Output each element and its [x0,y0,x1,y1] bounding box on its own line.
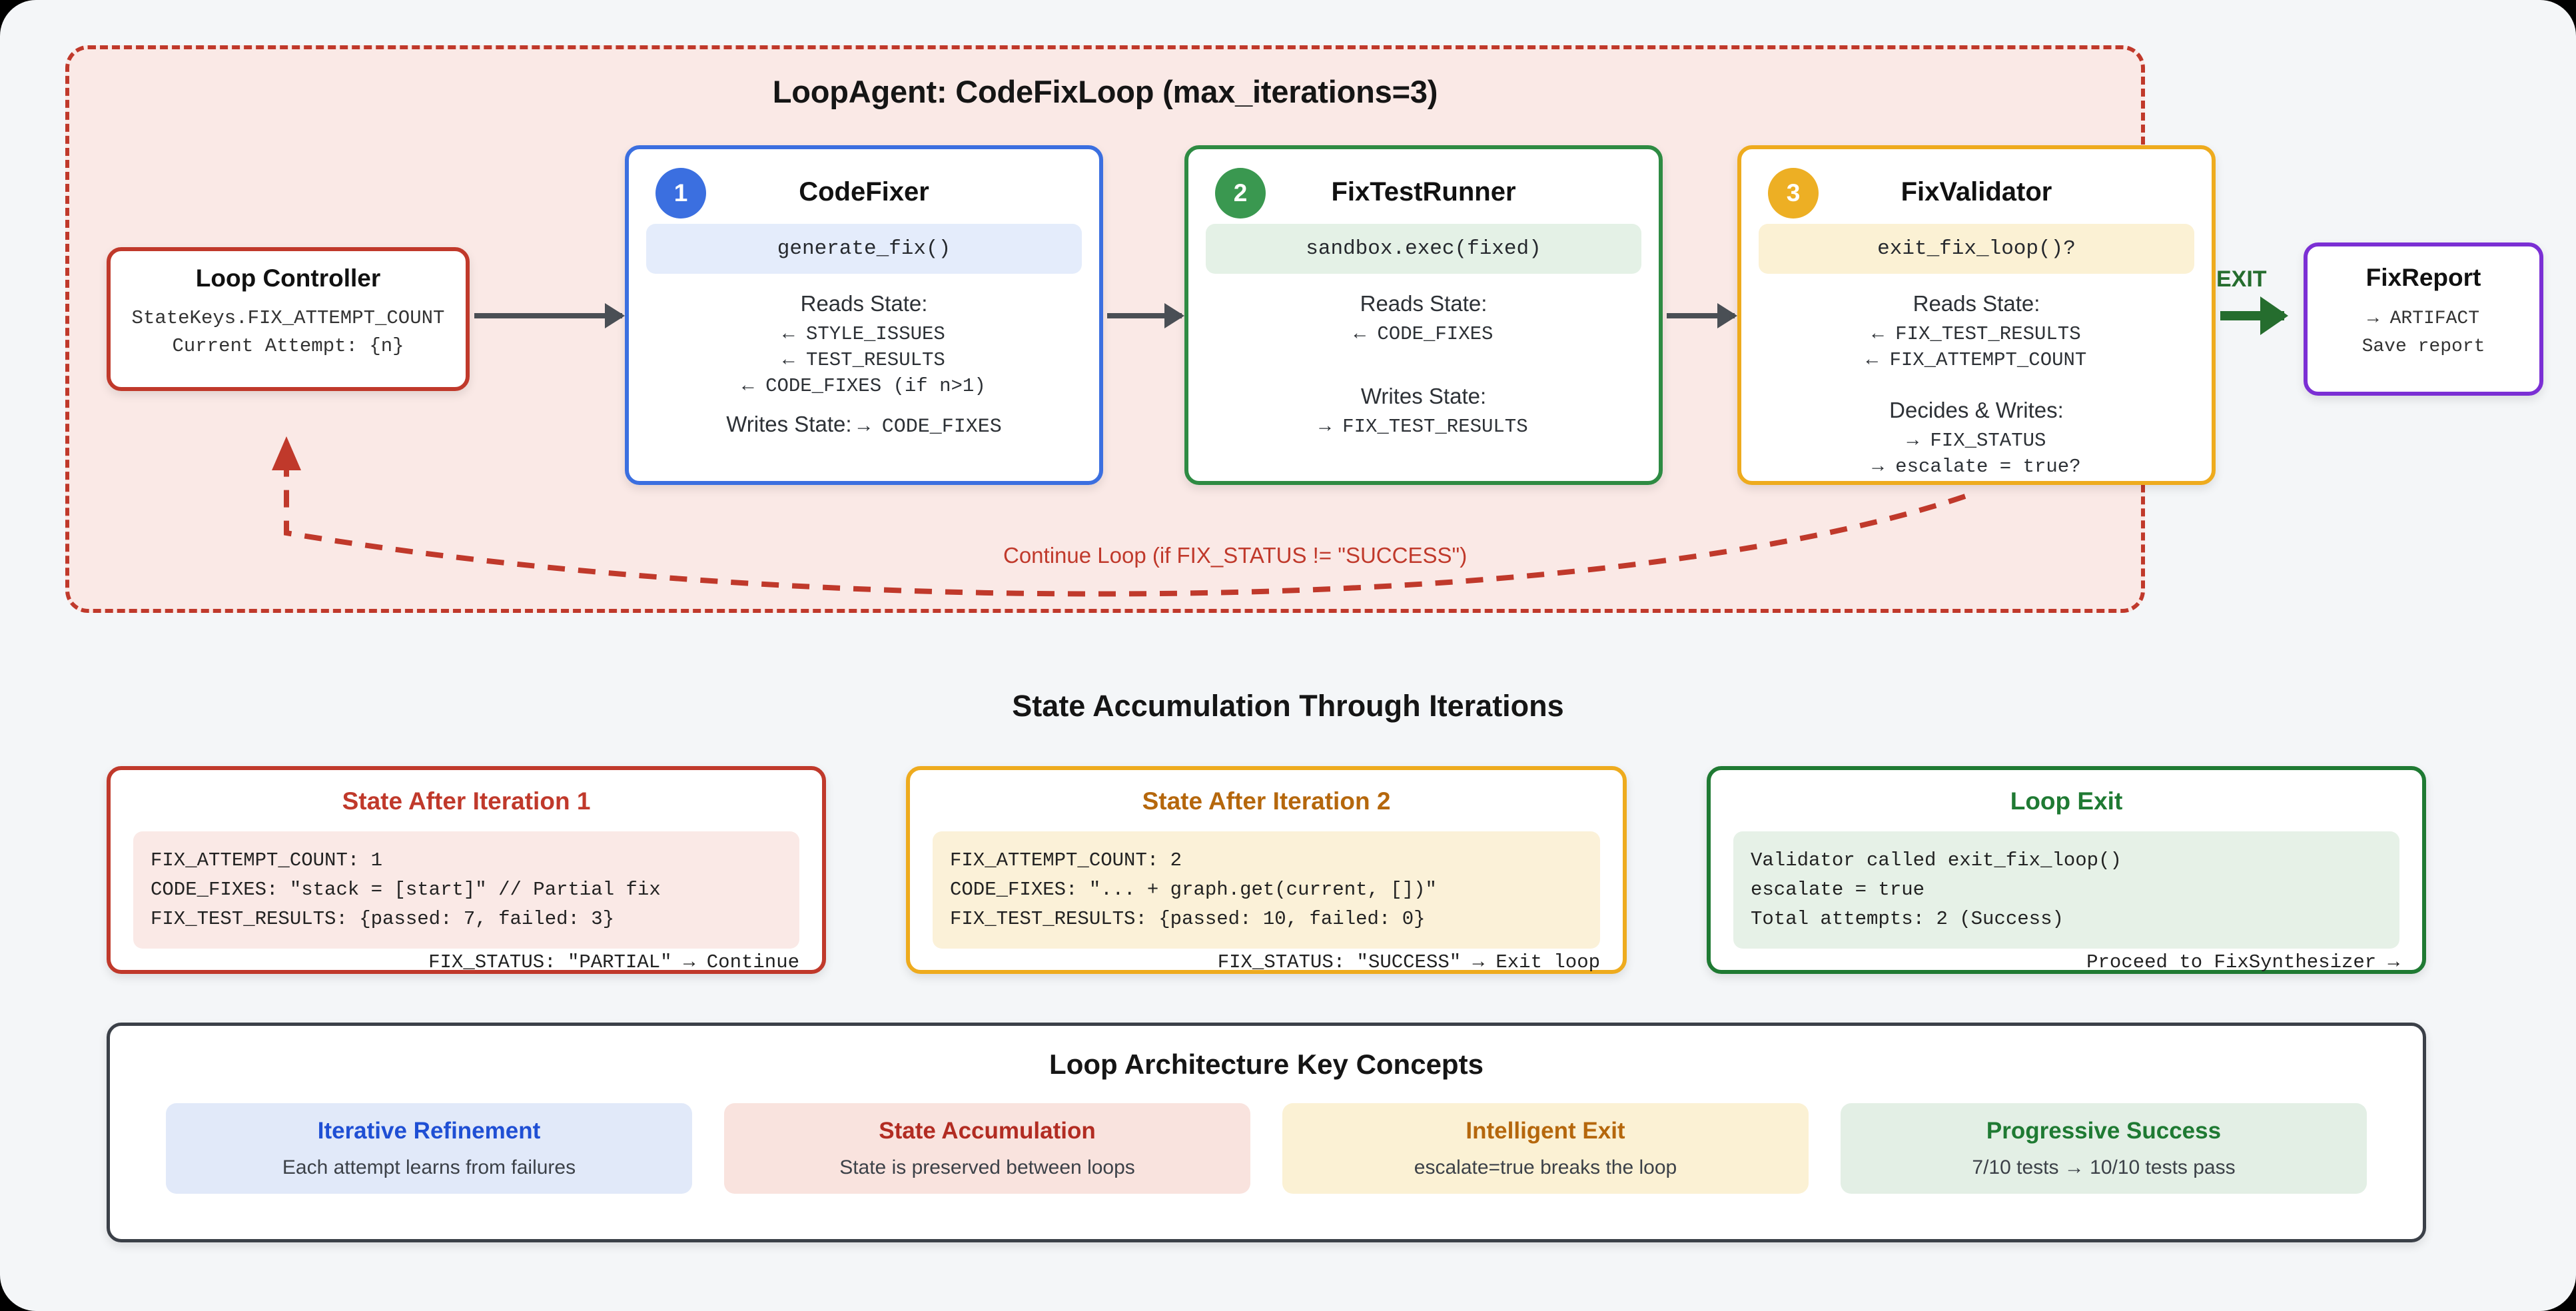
loop-controller-attempt: Current Attempt: {n} [172,335,404,358]
agent-node-codefixer[interactable]: 1 CodeFixer generate_fix() Reads State: … [625,145,1103,485]
continue-loop-label: Continue Loop (if FIX_STATUS != "SUCCESS… [1003,543,1468,568]
writes-state-label: Writes State: [726,411,852,436]
loop-controller-node[interactable]: Loop Controller StateKeys.FIX_ATTEMPT_CO… [107,247,470,391]
state-card-iteration-1[interactable]: State After Iteration 1 FIX_ATTEMPT_COUN… [107,766,826,974]
state-card-title: State After Iteration 2 [1142,787,1391,815]
agent-node-fixvalidator[interactable]: 3 FixValidator exit_fix_loop()? Reads St… [1737,145,2216,485]
fix-report-artifact: → ARTIFACT [2367,308,2480,329]
connector-codefixer-to-testrunner [1107,303,1184,328]
state-card-line: FIX_TEST_RESULTS: {passed: 7, failed: 3} [151,908,615,931]
connector-testrunner-to-validator [1667,303,1737,328]
state-card-title: Loop Exit [2010,787,2123,815]
key-concept-desc: Each attempt learns from failures [282,1156,576,1178]
reads-state-item: ← STYLE_ISSUES [783,323,945,345]
writes-state-item: → CODE_FIXES [857,415,1002,438]
state-card-body: Validator called exit_fix_loop() escalat… [1733,831,2399,949]
key-concept-desc: State is preserved between loops [839,1156,1135,1178]
state-section-heading: State Accumulation Through Iterations [1012,689,1564,723]
state-card-line: FIX_ATTEMPT_COUNT: 1 [151,849,383,871]
exit-label: EXIT [2216,266,2267,292]
agent-step-badge: 2 [1215,168,1266,218]
state-card-loop-exit[interactable]: Loop Exit Validator called exit_fix_loop… [1707,766,2426,974]
writes-state-label: Decides & Writes: [1889,397,2064,422]
spacer [1759,374,2194,391]
writes-state-item: → FIX_STATUS [1907,429,2046,452]
agent-header: 2 FixTestRunner [1206,167,1641,224]
writes-state-item: → escalate = true? [1872,455,2081,478]
agent-step-badge: 3 [1768,168,1819,218]
state-card-title: State After Iteration 1 [342,787,591,815]
state-card-line: FIX_TEST_RESULTS: {passed: 10, failed: 0… [950,908,1426,931]
key-concepts-title: Loop Architecture Key Concepts [1049,1049,1484,1080]
key-concept-card-state-accumulation[interactable]: State Accumulation State is preserved be… [724,1103,1250,1194]
key-concept-title: Iterative Refinement [317,1118,541,1144]
agent-call-chip: sandbox.exec(fixed) [1206,224,1641,274]
state-card-body: FIX_ATTEMPT_COUNT: 1 CODE_FIXES: "stack … [133,831,799,949]
reads-state-item: ← FIX_TEST_RESULTS [1872,323,2081,345]
key-concept-title: Progressive Success [1986,1118,2222,1144]
loop-agent-title: LoopAgent: CodeFixLoop (max_iterations=3… [772,74,1438,109]
key-concepts-row: Iterative Refinement Each attempt learns… [110,1103,2423,1194]
fix-report-node[interactable]: FixReport → ARTIFACT Save report [2304,242,2543,396]
reads-state-item: ← TEST_RESULTS [783,348,945,371]
writes-state-item: → FIX_TEST_RESULTS [1319,415,1528,438]
loop-controller-title: Loop Controller [195,264,381,292]
key-concept-card-iterative-refinement[interactable]: Iterative Refinement Each attempt learns… [166,1103,692,1194]
state-card-line: escalate = true [1751,879,1925,901]
reads-state-item: ← CODE_FIXES [1354,323,1494,345]
connector-controller-to-codefixer [474,303,625,328]
state-card-footer: FIX_STATUS: "PARTIAL" → Continue [428,951,799,974]
reads-state-item: ← CODE_FIXES (if n>1) [742,374,986,397]
key-concept-desc: escalate=true breaks the loop [1414,1156,1677,1178]
agent-step-badge: 1 [655,168,706,218]
state-card-footer: FIX_STATUS: "SUCCESS" → Exit loop [1217,951,1600,974]
agent-call-chip: generate_fix() [646,224,1082,274]
key-concepts-panel: Loop Architecture Key Concepts Iterative… [107,1023,2426,1242]
agent-call-chip: exit_fix_loop()? [1759,224,2194,274]
reads-state-label: Reads State: [1913,291,2040,316]
state-card-line: Validator called exit_fix_loop() [1751,849,2122,871]
state-card-footer: Proceed to FixSynthesizer → [2086,951,2399,974]
agent-name-label: FixTestRunner [1331,177,1516,207]
reads-state-label: Reads State: [800,291,928,316]
state-card-line: CODE_FIXES: "... + graph.get(current, []… [950,879,1437,901]
key-concept-desc: 7/10 tests → 10/10 tests pass [1972,1156,2236,1178]
fix-report-action: Save report [2361,336,2485,357]
state-card-iteration-2[interactable]: State After Iteration 2 FIX_ATTEMPT_COUN… [906,766,1627,974]
agent-node-fixtestrunner[interactable]: 2 FixTestRunner sandbox.exec(fixed) Read… [1184,145,1663,485]
agent-name-label: FixValidator [1901,177,2052,207]
reads-state-label: Reads State: [1360,291,1488,316]
spacer [1206,348,1641,377]
agent-name-label: CodeFixer [799,177,929,207]
connector-exit-to-fixreport [2220,296,2288,335]
fix-report-title: FixReport [2365,264,2481,291]
key-concept-card-intelligent-exit[interactable]: Intelligent Exit escalate=true breaks th… [1282,1103,1809,1194]
key-concept-card-progressive-success[interactable]: Progressive Success 7/10 tests → 10/10 t… [1841,1103,2367,1194]
agent-header: 1 CodeFixer [646,167,1082,224]
state-card-body: FIX_ATTEMPT_COUNT: 2 CODE_FIXES: "... + … [933,831,1600,949]
writes-state-label: Writes State: [1360,383,1487,408]
reads-state-item: ← FIX_ATTEMPT_COUNT [1866,348,2087,371]
writes-state-inline: Writes State: → CODE_FIXES [646,412,1082,438]
state-card-line: Total attempts: 2 (Success) [1751,908,2064,931]
key-concept-title: State Accumulation [879,1118,1096,1144]
agent-header: 3 FixValidator [1759,167,2194,224]
loop-controller-statekey: StateKeys.FIX_ATTEMPT_COUNT [131,307,445,329]
state-card-line: CODE_FIXES: "stack = [start]" // Partial… [151,879,661,901]
key-concept-title: Intelligent Exit [1466,1118,1625,1144]
state-card-line: FIX_ATTEMPT_COUNT: 2 [950,849,1182,871]
